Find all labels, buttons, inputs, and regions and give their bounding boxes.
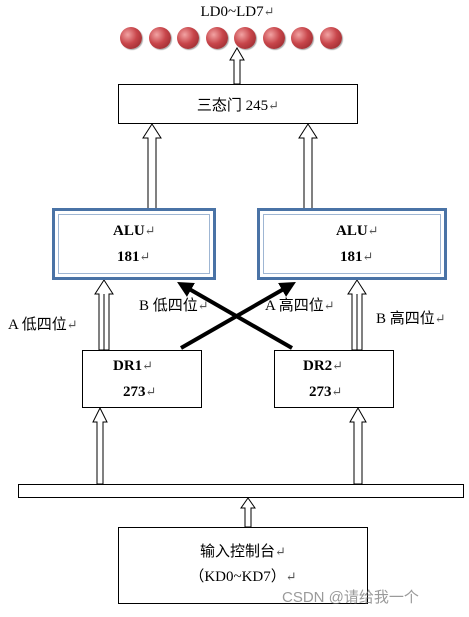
led-6: [291, 27, 313, 49]
led-0: [120, 27, 142, 49]
paragraph-mark: ↵: [323, 298, 335, 313]
edge-label-b-high-text: B 高四位: [376, 311, 435, 327]
arrow-bus-to-dr1: [92, 406, 108, 485]
arrow-bus-to-dr2: [349, 406, 367, 485]
paragraph-mark: ↵: [66, 317, 78, 332]
arrow-tristate-to-leds: [229, 47, 245, 85]
dr1-name: DR1↵: [113, 358, 153, 375]
paragraph-mark: ↵: [197, 298, 209, 313]
console-line1: 输入控制台↵: [119, 540, 367, 561]
alu-left-name: ALU↵: [113, 223, 156, 240]
arrow-console-to-bus: [240, 497, 256, 528]
arrow-alu-right-to-tristate: [298, 123, 318, 211]
tristate-gate-label: 三态门 245↵: [119, 94, 357, 115]
arrow-dr1-to-alu-right: [180, 282, 296, 350]
edge-label-b-low: B 低四位↵: [139, 294, 209, 315]
led-4: [234, 27, 256, 49]
edge-label-a-high-text: A 高四位: [265, 298, 324, 314]
alu-right-name: ALU↵: [336, 223, 379, 240]
led-row: [120, 27, 350, 51]
paragraph-mark: ↵: [332, 358, 344, 373]
watermark: CSDN @请给我一个: [282, 589, 419, 606]
paragraph-mark: ↵: [145, 384, 157, 399]
paragraph-mark: ↵: [144, 223, 156, 238]
dr2-number-text: 273: [309, 384, 332, 400]
alu-right-name-text: ALU: [336, 223, 368, 239]
led-3: [205, 27, 228, 49]
edge-label-b-low-text: B 低四位: [139, 298, 198, 314]
led-5: [262, 27, 285, 49]
paragraph-mark: ↵: [367, 223, 379, 238]
alu-left-number-text: 181: [117, 249, 140, 265]
data-bus: [18, 484, 464, 498]
paragraph-mark: ↵: [263, 4, 275, 19]
paragraph-mark: ↵: [268, 98, 280, 113]
dr2-name-text: DR2: [303, 358, 333, 374]
dr2-number: 273↵: [309, 384, 342, 401]
alu-right-number-text: 181: [340, 249, 363, 265]
dr2-box: DR2↵ 273↵: [274, 350, 394, 408]
alu-left-name-text: ALU: [113, 223, 145, 239]
edge-label-a-low: A 低四位↵: [8, 313, 78, 334]
paragraph-mark: ↵: [331, 384, 343, 399]
tristate-gate-text: 三态门 245: [196, 98, 269, 114]
paragraph-mark: ↵: [139, 249, 151, 264]
paragraph-mark: ↵: [142, 358, 154, 373]
edge-label-a-high: A 高四位↵: [265, 294, 335, 315]
dr1-number: 273↵: [123, 384, 156, 401]
arrow-alu-left-to-tristate: [142, 123, 162, 211]
console-box: 输入控制台↵ （KD0~KD7）↵: [118, 527, 368, 604]
led-1: [148, 27, 171, 49]
alu-left-number: 181↵: [117, 249, 150, 266]
paragraph-mark: ↵: [285, 569, 297, 584]
tristate-gate-box: 三态门 245↵: [118, 84, 358, 124]
paragraph-mark: ↵: [275, 544, 286, 559]
led-label: LD0~LD7↵: [150, 4, 325, 21]
paragraph-mark: ↵: [434, 311, 446, 326]
edge-label-b-high: B 高四位↵: [376, 307, 446, 328]
paragraph-mark: ↵: [362, 249, 374, 264]
led-2: [177, 27, 199, 49]
console-line2: （KD0~KD7）↵: [119, 565, 367, 586]
led-label-text: LD0~LD7: [200, 4, 264, 20]
dr1-name-text: DR1: [113, 358, 143, 374]
dr2-name: DR2↵: [303, 358, 343, 375]
console-line1-text: 输入控制台: [200, 544, 276, 560]
dr1-number-text: 273: [123, 384, 146, 400]
alu-left-box: ALU↵ 181↵: [52, 208, 216, 280]
dr1-box: DR1↵ 273↵: [82, 350, 202, 408]
console-line2-text: （KD0~KD7）: [189, 569, 286, 585]
alu-right-box: ALU↵ 181↵: [257, 208, 447, 280]
edge-label-a-low-text: A 低四位: [8, 317, 67, 333]
alu-right-number: 181↵: [340, 249, 373, 266]
led-7: [319, 27, 342, 49]
